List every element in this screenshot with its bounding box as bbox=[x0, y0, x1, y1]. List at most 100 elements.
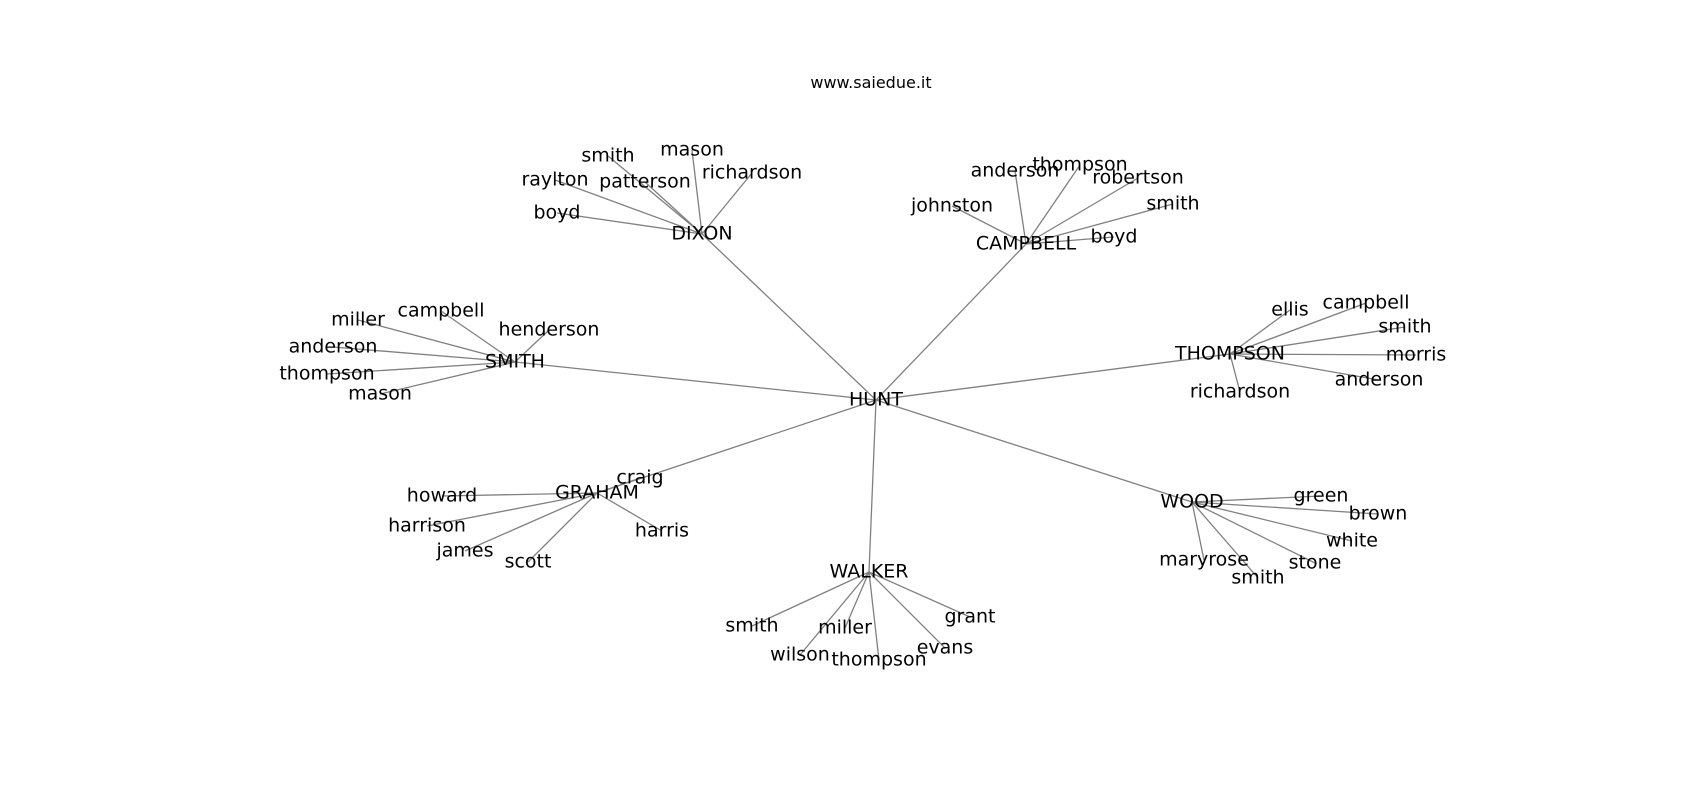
node-leaf: white bbox=[1326, 530, 1378, 552]
node-leaf: smith bbox=[581, 145, 634, 167]
edge-campbell-robertson bbox=[1025, 177, 1139, 245]
edge-thompson-richardson bbox=[1229, 353, 1241, 393]
node-leaf: anderson bbox=[971, 160, 1060, 182]
edges-layer bbox=[326, 149, 1417, 661]
edge-smith-miller bbox=[357, 319, 516, 363]
node-leaf: brown bbox=[1349, 503, 1408, 525]
node-group-campbell: CAMPBELL bbox=[976, 233, 1077, 255]
edge-smith-henderson bbox=[514, 329, 550, 363]
node-leaf: mason bbox=[660, 139, 724, 161]
node-leaf: james bbox=[435, 540, 493, 562]
node-leaf: maryrose bbox=[1159, 549, 1249, 571]
node-leaf: smith bbox=[1378, 316, 1431, 338]
node-leaf: henderson bbox=[499, 319, 600, 341]
node-leaf: johnston bbox=[910, 195, 993, 217]
edge-root-smith bbox=[514, 361, 877, 401]
node-root: HUNT bbox=[849, 389, 903, 411]
edge-smith-campbell bbox=[440, 310, 516, 363]
edge-campbell-smith bbox=[1025, 203, 1174, 245]
node-group-graham: GRAHAM bbox=[555, 482, 639, 504]
node-group-thompson: THOMPSON bbox=[1174, 343, 1285, 365]
node-leaf: mason bbox=[348, 383, 412, 405]
node-leaf: howard bbox=[407, 485, 477, 507]
edge-root-walker bbox=[868, 399, 877, 573]
node-leaf: anderson bbox=[289, 336, 378, 358]
edge-dixon-raylton bbox=[554, 179, 703, 235]
edge-root-thompson bbox=[875, 353, 1231, 401]
node-leaf: thompson bbox=[831, 649, 926, 671]
node-leaf: grant bbox=[944, 606, 995, 628]
node-group-dixon: DIXON bbox=[671, 223, 732, 245]
edge-campbell-thompson bbox=[1025, 164, 1081, 245]
node-leaf: thompson bbox=[279, 363, 374, 385]
edge-graham-craig bbox=[596, 477, 641, 494]
edge-wood-brown bbox=[1191, 501, 1379, 515]
node-leaf: ellis bbox=[1271, 299, 1308, 321]
edge-walker-evans bbox=[868, 571, 946, 649]
node-leaf: campbell bbox=[398, 300, 485, 322]
edge-walker-wilson bbox=[799, 571, 870, 656]
node-leaf: harrison bbox=[388, 515, 466, 537]
node-leaf: miller bbox=[818, 617, 872, 639]
edge-campbell-johnston bbox=[951, 205, 1027, 245]
node-group-smith: SMITH bbox=[485, 351, 545, 373]
node-leaf: raylton bbox=[521, 169, 588, 191]
labels-layer: HUNT DIXON smith mason raylton patterson richa… bbox=[279, 139, 1446, 671]
edge-thompson-campbell bbox=[1229, 302, 1367, 355]
edge-dixon-patterson bbox=[644, 181, 703, 235]
node-leaf: richardson bbox=[702, 162, 802, 184]
edge-wood-maryrose bbox=[1191, 501, 1205, 561]
edge-smith-mason bbox=[379, 361, 516, 395]
node-group-walker: WALKER bbox=[830, 561, 909, 583]
edge-root-campbell bbox=[875, 243, 1027, 401]
node-leaf: patterson bbox=[599, 171, 691, 193]
edge-dixon-boyd bbox=[556, 212, 703, 235]
node-leaf: thompson bbox=[1032, 154, 1127, 176]
edge-graham-howard bbox=[441, 492, 598, 497]
edge-graham-harris bbox=[596, 492, 663, 532]
node-leaf: stone bbox=[1289, 552, 1342, 574]
edge-campbell-boyd bbox=[1025, 236, 1115, 245]
node-leaf: morris bbox=[1386, 344, 1447, 366]
node-leaf: scott bbox=[505, 551, 552, 573]
edge-root-dixon bbox=[701, 233, 877, 401]
diagram-title: www.saiedue.it bbox=[810, 73, 931, 92]
node-leaf: richardson bbox=[1190, 381, 1290, 403]
node-leaf: wilson bbox=[770, 644, 830, 666]
edge-walker-thompson bbox=[868, 571, 880, 661]
node-leaf: smith bbox=[725, 615, 778, 637]
edge-root-graham bbox=[596, 399, 877, 494]
edge-wood-white bbox=[1191, 501, 1353, 542]
edge-wood-stone bbox=[1191, 501, 1316, 564]
edge-smith-thompson bbox=[326, 361, 516, 375]
node-leaf: campbell bbox=[1323, 292, 1410, 314]
edge-root-wood bbox=[875, 399, 1193, 503]
node-leaf: anderson bbox=[1335, 369, 1424, 391]
node-leaf: boyd bbox=[1091, 226, 1138, 248]
edge-wood-smith bbox=[1191, 501, 1259, 579]
node-leaf: robertson bbox=[1092, 167, 1184, 189]
node-leaf: smith bbox=[1231, 567, 1284, 589]
edge-graham-james bbox=[464, 492, 598, 552]
edge-walker-smith bbox=[751, 571, 870, 627]
edge-thompson-ellis bbox=[1229, 309, 1291, 355]
node-leaf: green bbox=[1294, 485, 1349, 507]
edge-thompson-anderson bbox=[1229, 353, 1380, 381]
node-leaf: miller bbox=[331, 309, 385, 331]
node-leaf: smith bbox=[1146, 193, 1199, 215]
node-leaf: harris bbox=[635, 520, 689, 542]
edge-dixon-smith bbox=[607, 155, 703, 235]
edge-graham-scott bbox=[527, 492, 598, 563]
node-leaf: evans bbox=[917, 637, 974, 659]
node-leaf: boyd bbox=[534, 202, 581, 224]
edge-dixon-richardson bbox=[701, 172, 753, 235]
edge-thompson-morris bbox=[1229, 353, 1417, 356]
edge-campbell-anderson bbox=[1014, 170, 1027, 245]
node-leaf: craig bbox=[616, 467, 663, 489]
node-group-wood: WOOD bbox=[1160, 491, 1223, 513]
edge-smith-anderson bbox=[332, 346, 516, 363]
edge-walker-grant bbox=[868, 571, 971, 618]
edge-thompson-smith bbox=[1229, 326, 1406, 355]
edge-dixon-mason bbox=[691, 149, 703, 235]
